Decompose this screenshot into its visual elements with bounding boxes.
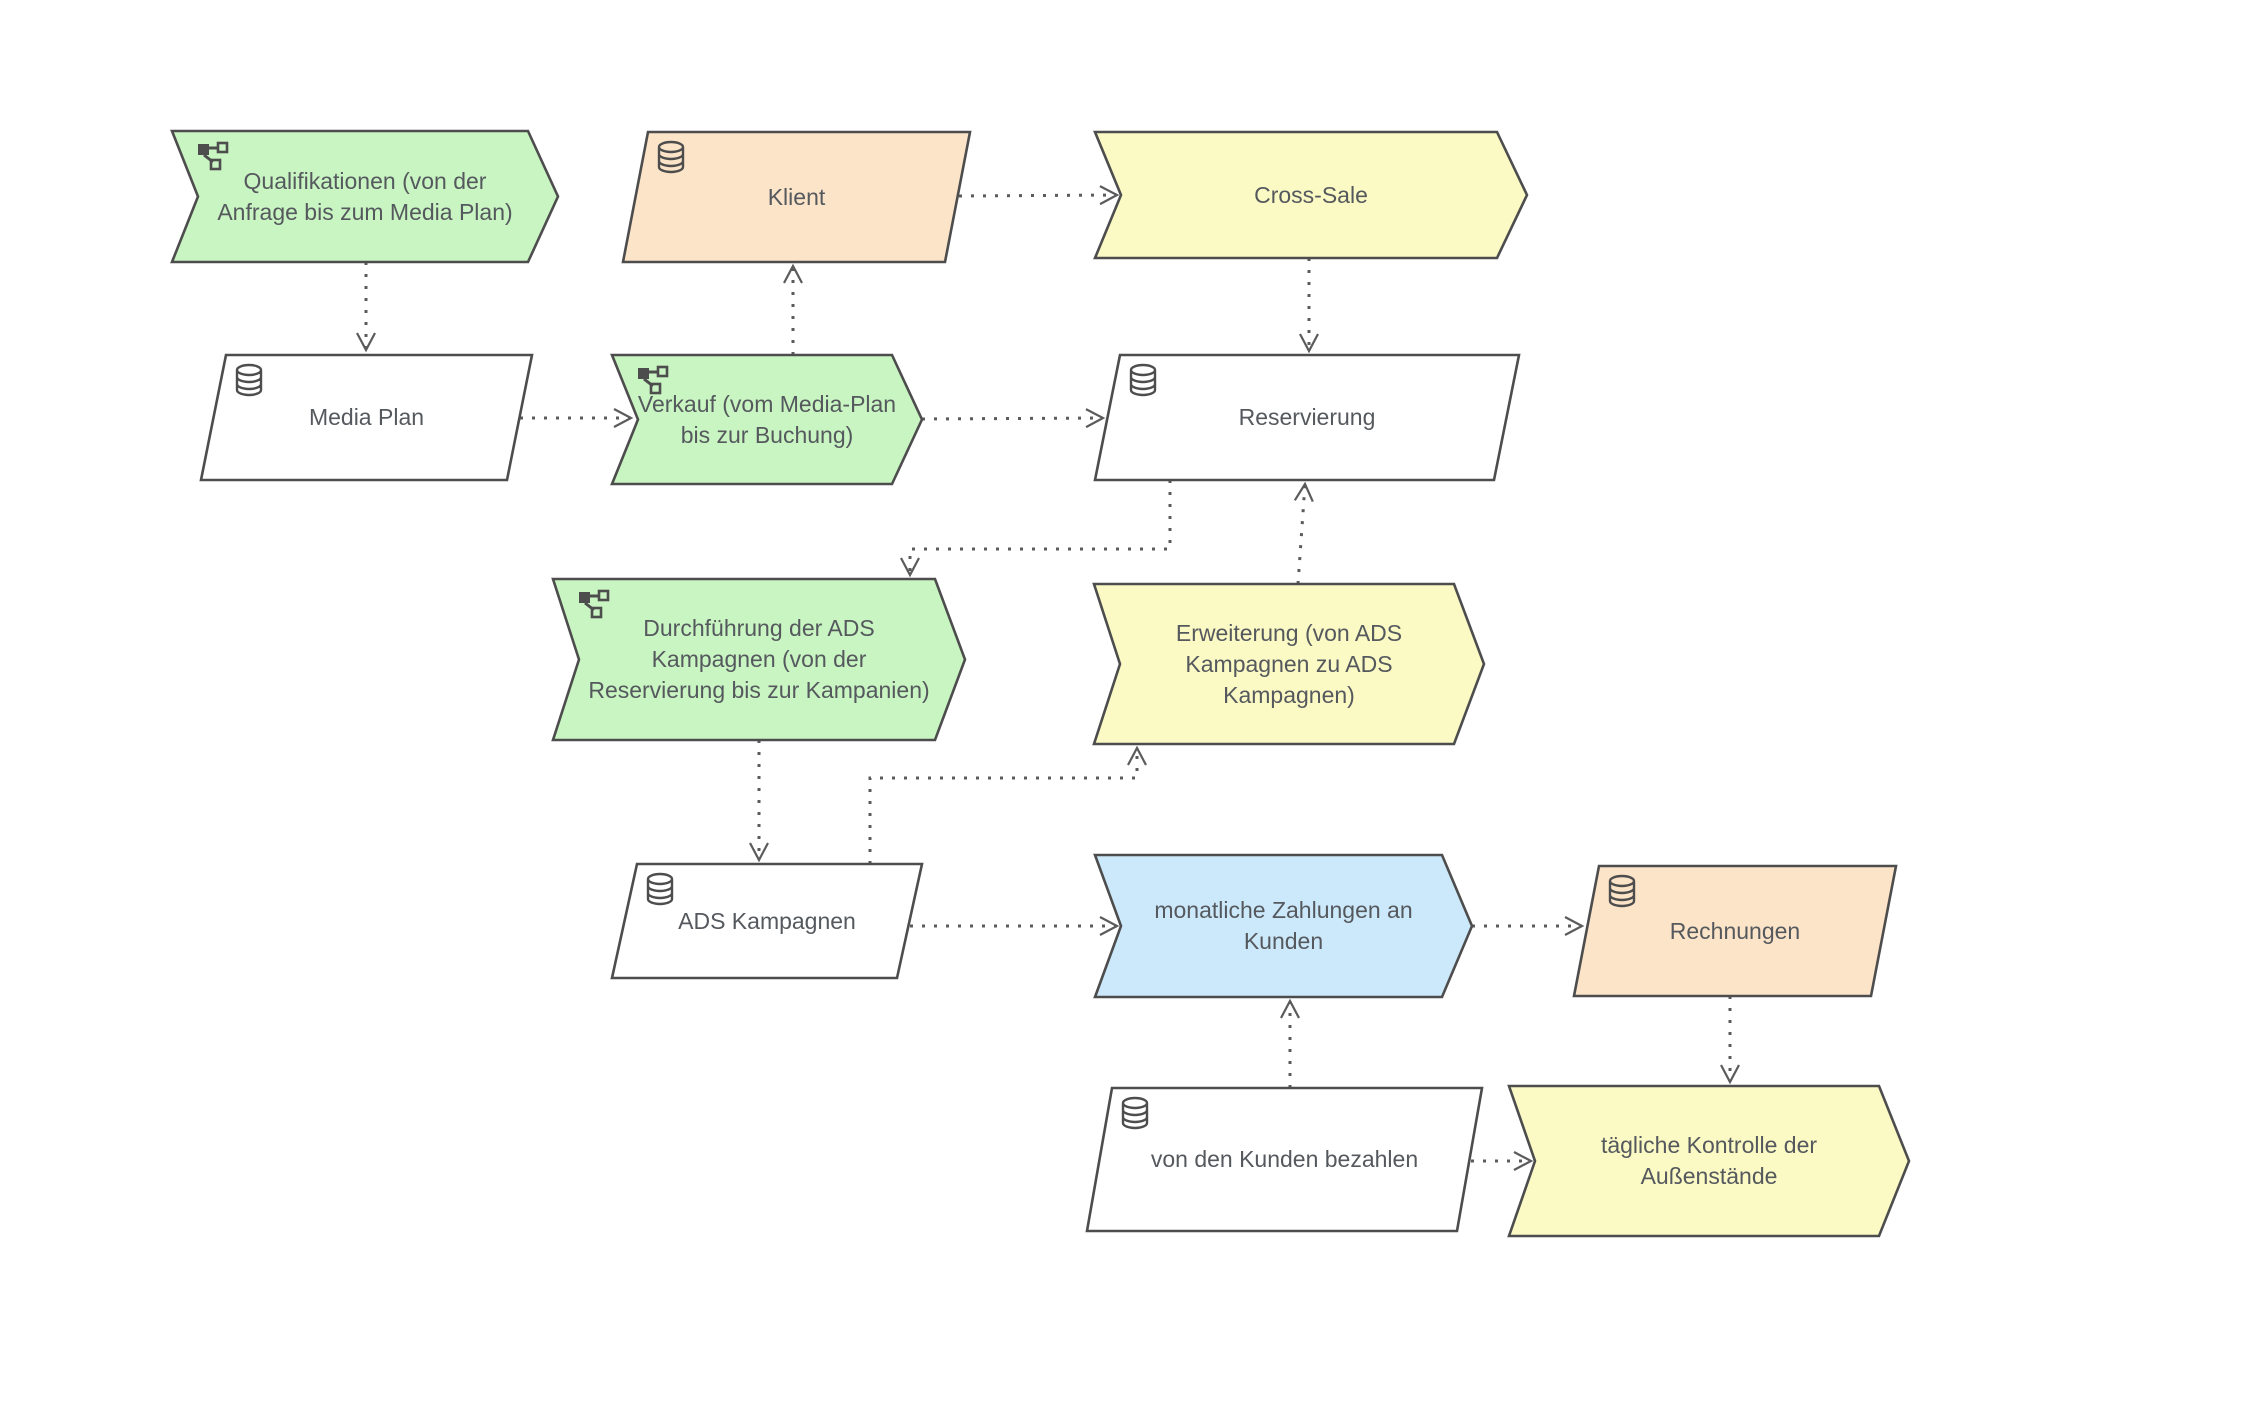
- workflow-icon: [579, 589, 610, 619]
- node-monatliche-zahlungen[interactable]: [1093, 853, 1474, 999]
- edge-reservierung-to-durchfuehrung: [900, 480, 1172, 578]
- node-qualifikationen-shape[interactable]: [170, 129, 560, 264]
- node-verkauf[interactable]: [610, 353, 924, 486]
- node-erweiterung-shape[interactable]: [1092, 582, 1486, 746]
- edge-layer: [356, 185, 1740, 1171]
- node-ads-kampagnen[interactable]: [610, 862, 924, 980]
- node-rechnungen-shape[interactable]: [1572, 864, 1898, 998]
- node-durchfuehrung[interactable]: [551, 577, 967, 742]
- node-media-plan[interactable]: [199, 353, 534, 482]
- node-taegliche-kontrolle-shape[interactable]: [1507, 1084, 1911, 1238]
- node-klient[interactable]: [621, 130, 972, 264]
- node-taegliche-kontrolle[interactable]: [1507, 1084, 1911, 1238]
- database-icon: [657, 140, 685, 174]
- database-icon: [1129, 363, 1157, 397]
- node-klient-shape[interactable]: [621, 130, 972, 264]
- node-reservierung[interactable]: [1093, 353, 1521, 482]
- node-qualifikationen[interactable]: [170, 129, 560, 264]
- node-rechnungen[interactable]: [1572, 864, 1898, 998]
- node-monatliche-zahlungen-shape[interactable]: [1093, 853, 1474, 999]
- edge-verkauf-to-reservierung: [921, 408, 1106, 429]
- node-durchfuehrung-shape[interactable]: [551, 577, 967, 742]
- edge-erweiterung-to-reservierung: [1293, 481, 1314, 585]
- database-icon: [235, 363, 263, 397]
- node-reservierung-shape[interactable]: [1093, 353, 1521, 482]
- node-verkauf-shape[interactable]: [610, 353, 924, 486]
- node-von-den-kunden-bezahlen[interactable]: [1085, 1086, 1484, 1233]
- node-media-plan-shape[interactable]: [199, 353, 534, 482]
- node-layer: [170, 129, 1911, 1238]
- edge-klient-to-cross-sale: [958, 185, 1120, 206]
- node-ads-kampagnen-shape[interactable]: [610, 862, 924, 980]
- workflow-icon: [198, 141, 229, 171]
- workflow-icon: [638, 365, 669, 395]
- node-erweiterung[interactable]: [1092, 582, 1486, 746]
- database-icon: [1121, 1096, 1149, 1130]
- node-von-den-kunden-bezahlen-shape[interactable]: [1085, 1086, 1484, 1233]
- database-icon: [1608, 874, 1636, 908]
- node-cross-sale[interactable]: [1093, 130, 1529, 260]
- edge-ads-kampagnen-to-erweiterung: [868, 745, 1147, 864]
- node-cross-sale-shape[interactable]: [1093, 130, 1529, 260]
- database-icon: [646, 872, 674, 906]
